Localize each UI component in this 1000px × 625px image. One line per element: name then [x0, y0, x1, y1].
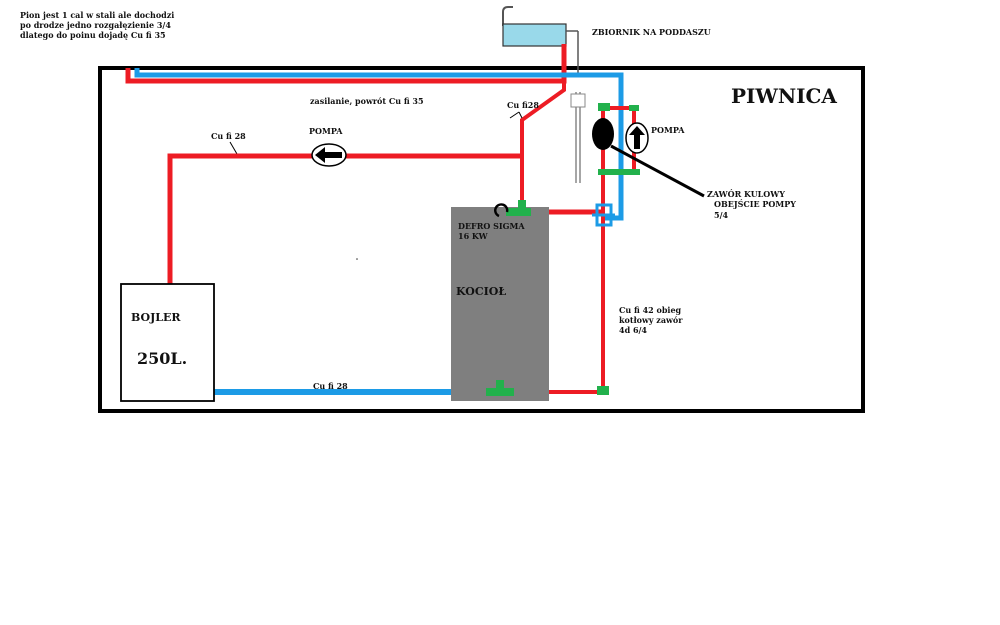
riser-red — [520, 81, 566, 212]
fitting-circuit-corner — [597, 386, 609, 395]
vent-box — [570, 93, 586, 108]
fitting-bypass-top — [629, 105, 639, 111]
return-line-blue — [134, 68, 624, 221]
boiler-model-label: DEFRO SIGMA 16 KW — [458, 221, 525, 241]
circuit-note-label: Cu fi 42 obieg kotłowy zawór 4d 6/4 — [619, 305, 683, 335]
pump-right-label: POMPA — [651, 125, 685, 135]
fitting-riser-top — [598, 103, 610, 111]
pointer-ball-valve — [610, 144, 705, 198]
kociol-label: KOCIOŁ — [456, 285, 507, 298]
boiler-loop-red — [167, 153, 522, 284]
ball-valve — [592, 118, 614, 150]
bypass-size-label: 5/4 — [714, 210, 729, 220]
supply-line-red — [125, 44, 567, 84]
basement-title: PIWNICA — [731, 84, 837, 108]
pump-right-arrow-icon — [629, 126, 645, 149]
pump-left-arrow-icon — [315, 147, 342, 163]
expansion-tank — [502, 23, 567, 47]
pointer-riser-b — [518, 111, 523, 119]
pump-left-label: POMPA — [309, 126, 343, 136]
bojler-label: BOJLER — [131, 311, 181, 324]
ball-valve-label: ZAWÓR KULOWY — [707, 189, 785, 199]
pointer-boiler-loop — [229, 141, 238, 155]
fitting-boiler-bottom — [486, 388, 514, 396]
boiler-loop-pipe-label: Cu fi 28 — [211, 131, 246, 141]
basement-frame — [98, 66, 865, 413]
boiler-hook — [494, 203, 509, 218]
top-left-note: Pion jest 1 cal w stali ale dochodzi po … — [20, 10, 175, 40]
bojler-volume-label: 250L. — [137, 349, 188, 368]
tank-vent-pipe — [502, 6, 513, 26]
kociol-body — [451, 207, 549, 401]
fitting-bypass-bottom — [598, 169, 640, 175]
bottom-pipe-label: Cu fi 28 — [313, 381, 348, 391]
tank-label: ZBIORNIK NA PODDASZU — [592, 27, 711, 37]
stray-dot — [356, 258, 358, 260]
bypass-label: OBEJŚCIE POMPY — [714, 199, 796, 209]
riser-pipe-label: Cu fi28 — [507, 100, 539, 110]
pointer-riser-a — [509, 111, 520, 119]
fitting-boiler-top-v — [518, 200, 526, 212]
supply-return-label: zasilanie, powrót Cu fi 35 — [310, 96, 424, 106]
bojler-tank — [120, 283, 215, 402]
fitting-boiler-bottom-v — [496, 380, 504, 390]
